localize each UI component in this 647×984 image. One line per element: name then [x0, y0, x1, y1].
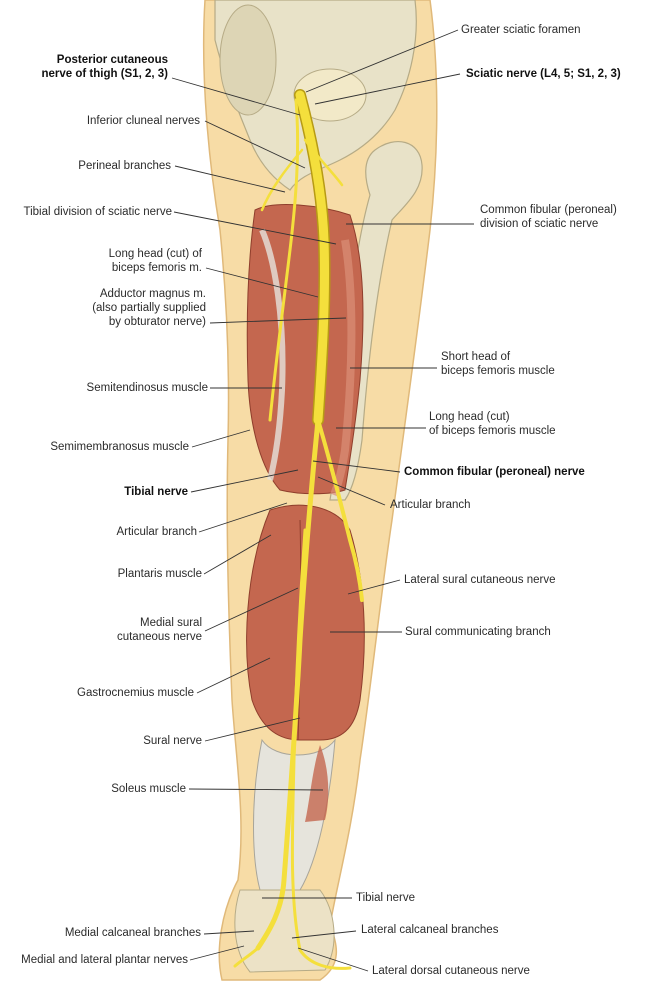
- label-common-fibular-division: Common fibular (peroneal) division of sc…: [480, 203, 617, 231]
- label-inferior-cluneal-nerves: Inferior cluneal nerves: [86, 115, 200, 127]
- label-sural-nerve: Sural nerve: [143, 735, 202, 747]
- label-greater-sciatic-foramen: Greater sciatic foramen: [461, 24, 581, 36]
- label-long-head-cut-biceps-muscle: Long head (cut) of biceps femoris muscle: [429, 410, 556, 438]
- label-plantaris: Plantaris muscle: [117, 568, 202, 580]
- label-tibial-nerve-lower: Tibial nerve: [356, 892, 416, 904]
- soleus-shape: [305, 745, 329, 822]
- label-line: of biceps femoris muscle: [429, 425, 556, 437]
- label-line: Medial sural: [140, 617, 202, 629]
- posterior-cutaneous-nerve-path: [268, 98, 300, 422]
- sacrum-bone: [219, 4, 277, 116]
- label-semimembranosus: Semimembranosus muscle: [50, 441, 189, 453]
- label-line: division of sciatic nerve: [480, 218, 599, 230]
- label-line: Short head of: [441, 351, 511, 363]
- label-common-fibular-nerve: Common fibular (peroneal) nerve: [404, 466, 585, 478]
- semitendinosus-shape: [259, 228, 286, 481]
- leader-lines: [171, 29, 474, 972]
- label-semitendinosus: Semitendinosus muscle: [86, 382, 208, 394]
- label-short-head-biceps: Short head of biceps femoris muscle: [441, 350, 555, 378]
- common-fibular-nerve-path: [316, 418, 364, 602]
- label-articular-branch-right: Articular branch: [390, 499, 471, 511]
- gastrocnemius-shape: [246, 504, 365, 741]
- label-long-head-cut-biceps: Long head (cut) of biceps femoris m.: [109, 247, 202, 275]
- label-perineal-branches: Perineal branches: [78, 160, 171, 172]
- label-lateral-sural-cutaneous: Lateral sural cutaneous nerve: [404, 574, 556, 586]
- label-medial-calcaneal: Medial calcaneal branches: [64, 927, 201, 939]
- label-line: (also partially supplied: [92, 302, 206, 314]
- label-line: Posterior cutaneous: [56, 54, 168, 66]
- biceps-shape: [330, 239, 356, 497]
- label-line: nerve of thigh (S1, 2, 3): [41, 68, 168, 80]
- plantar-branch-path: [233, 946, 260, 968]
- label-line: Long head (cut): [429, 411, 510, 423]
- label-adductor-magnus: Adductor magnus m. (also partially suppl…: [92, 287, 206, 329]
- sural-nerve-path: [290, 528, 352, 970]
- label-line: by obturator nerve): [108, 316, 206, 328]
- nerve-paths: [233, 89, 364, 970]
- label-line: biceps femoris m.: [111, 262, 202, 274]
- label-soleus: Soleus muscle: [111, 783, 186, 795]
- label-line: biceps femoris muscle: [441, 365, 555, 377]
- label-articular-branch-left: Articular branch: [116, 526, 197, 538]
- label-tibial-division: Tibial division of sciatic nerve: [23, 206, 173, 218]
- label-lateral-calcaneal: Lateral calcaneal branches: [361, 924, 499, 936]
- perineal-branch-path: [260, 148, 304, 212]
- label-gastrocnemius: Gastrocnemius muscle: [77, 687, 194, 699]
- label-line: Common fibular (peroneal): [480, 204, 617, 216]
- label-line: Long head (cut) of: [108, 248, 202, 260]
- label-lateral-dorsal-cutaneous: Lateral dorsal cutaneous nerve: [372, 965, 530, 977]
- label-medial-lateral-plantar: Medial and lateral plantar nerves: [21, 954, 188, 966]
- label-sciatic-nerve: Sciatic nerve (L4, 5; S1, 2, 3): [466, 68, 621, 80]
- sciatic-nerve-path-inner: [295, 90, 330, 425]
- label-line: Adductor magnus m.: [99, 288, 206, 300]
- label-line: cutaneous nerve: [116, 631, 202, 643]
- label-posterior-cutaneous-nerve: Posterior cutaneous nerve of thigh (S1, …: [41, 53, 168, 81]
- cluneal-branch-path: [303, 138, 344, 187]
- label-tibial-nerve: Tibial nerve: [124, 486, 188, 498]
- label-medial-sural-cutaneous: Medial sural cutaneous nerve: [117, 616, 202, 644]
- label-sural-communicating: Sural communicating branch: [405, 626, 551, 638]
